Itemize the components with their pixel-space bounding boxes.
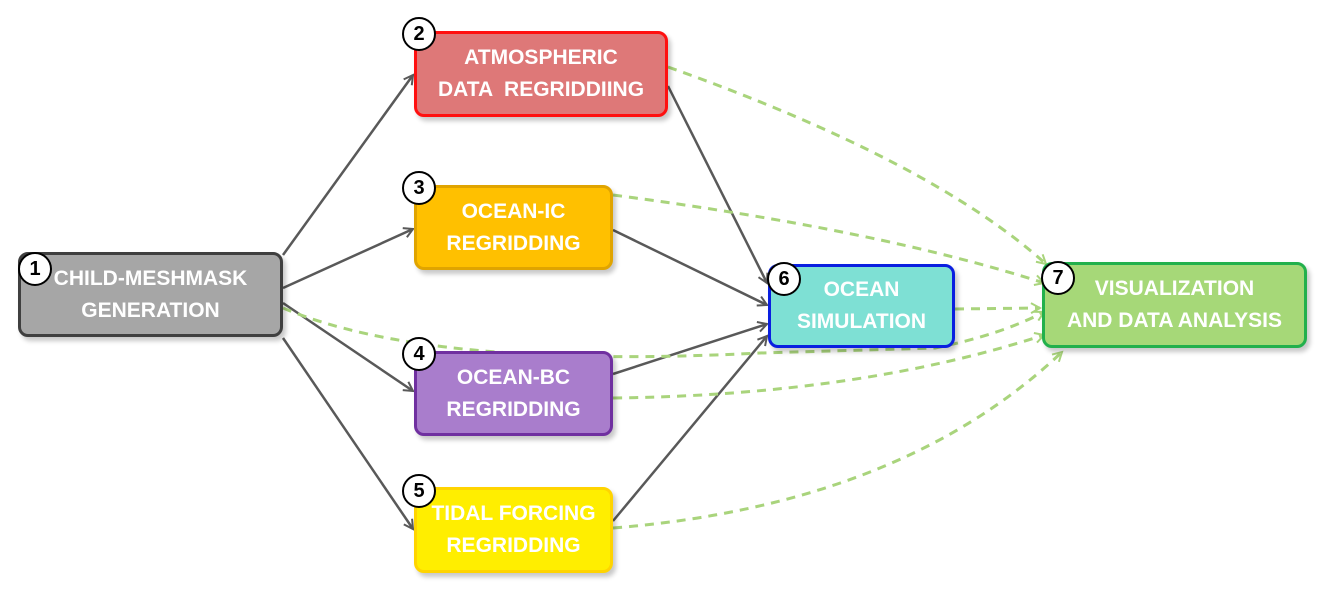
step-number-badge-6: 6 [767, 262, 801, 296]
dashed-arrow-ocean-ic-to-visualization [612, 193, 1044, 283]
atmospheric-data-regridding-node: ATMOSPHERIC DATA REGRIDDIING [414, 31, 668, 117]
tidal-forcing-regridding-node: TIDAL FORCING REGRIDDING [414, 487, 613, 573]
step-number-badge-1: 1 [18, 252, 52, 286]
visualization-and-data-analysis-node: VISUALIZATION AND DATA ANALYSIS [1042, 262, 1307, 348]
arrow-ocean-bc-to-ocean-simulation [612, 324, 767, 376]
step-number-badge-3: 3 [402, 171, 436, 205]
arrow-child-meshmask-to-tidal-forcing [281, 337, 413, 529]
dashed-arrow-tidal-forcing-to-visualization [612, 352, 1062, 530]
dashed-arrow-atmospheric-to-visualization [667, 65, 1046, 264]
ocean-bc-regridding-node: OCEAN-BC REGRIDDING [414, 351, 613, 436]
arrow-child-meshmask-to-atmospheric [281, 75, 413, 256]
step-number-badge-2: 2 [402, 17, 436, 51]
arrow-atmospheric-to-ocean-simulation [666, 85, 767, 283]
dashed-arrow-child-meshmask-to-visualization [282, 306, 1044, 359]
arrow-tidal-forcing-to-ocean-simulation [612, 336, 767, 522]
step-number-badge-4: 4 [402, 337, 436, 371]
ocean-ic-regridding-node: OCEAN-IC REGRIDDING [414, 185, 613, 270]
step-number-badge-5: 5 [402, 474, 436, 508]
child-meshmask-generation-node: CHILD-MESHMASK GENERATION [18, 252, 283, 337]
dashed-arrow-ocean-bc-to-visualization [612, 335, 1044, 400]
dashed-arrow-ocean-simulation-to-visualization [954, 308, 1040, 309]
arrow-ocean-ic-to-ocean-simulation [612, 228, 767, 305]
step-number-badge-7: 7 [1041, 261, 1075, 295]
arrow-child-meshmask-to-ocean-ic [282, 229, 413, 290]
